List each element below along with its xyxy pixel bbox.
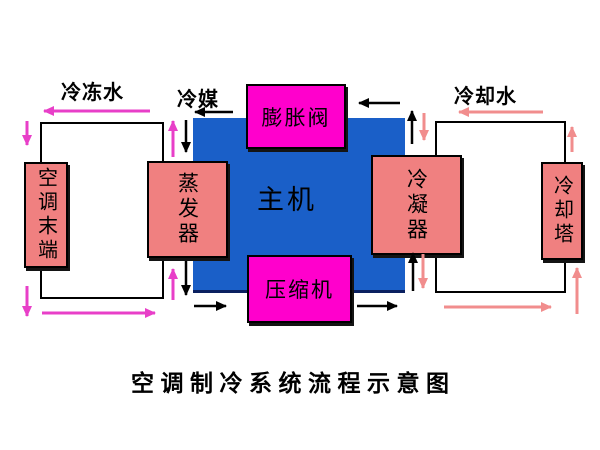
main-unit-label: 主机	[257, 185, 317, 215]
cooling-water-label: 冷却水	[454, 86, 517, 108]
cooling-tower-box: 冷却塔	[541, 162, 583, 260]
diagram-title: 空调制冷系统流程示意图	[131, 371, 456, 396]
evaporator-box: 蒸发器	[147, 161, 228, 258]
refrigerant-label: 冷媒	[177, 89, 219, 111]
compressor-box: 压缩机	[247, 255, 352, 323]
ac-terminal-box: 空调末端	[24, 162, 68, 268]
expansion-valve-box: 膨胀阀	[246, 84, 346, 149]
condenser-box: 冷凝器	[371, 155, 462, 255]
chilled-water-label: 冷冻水	[61, 82, 124, 104]
